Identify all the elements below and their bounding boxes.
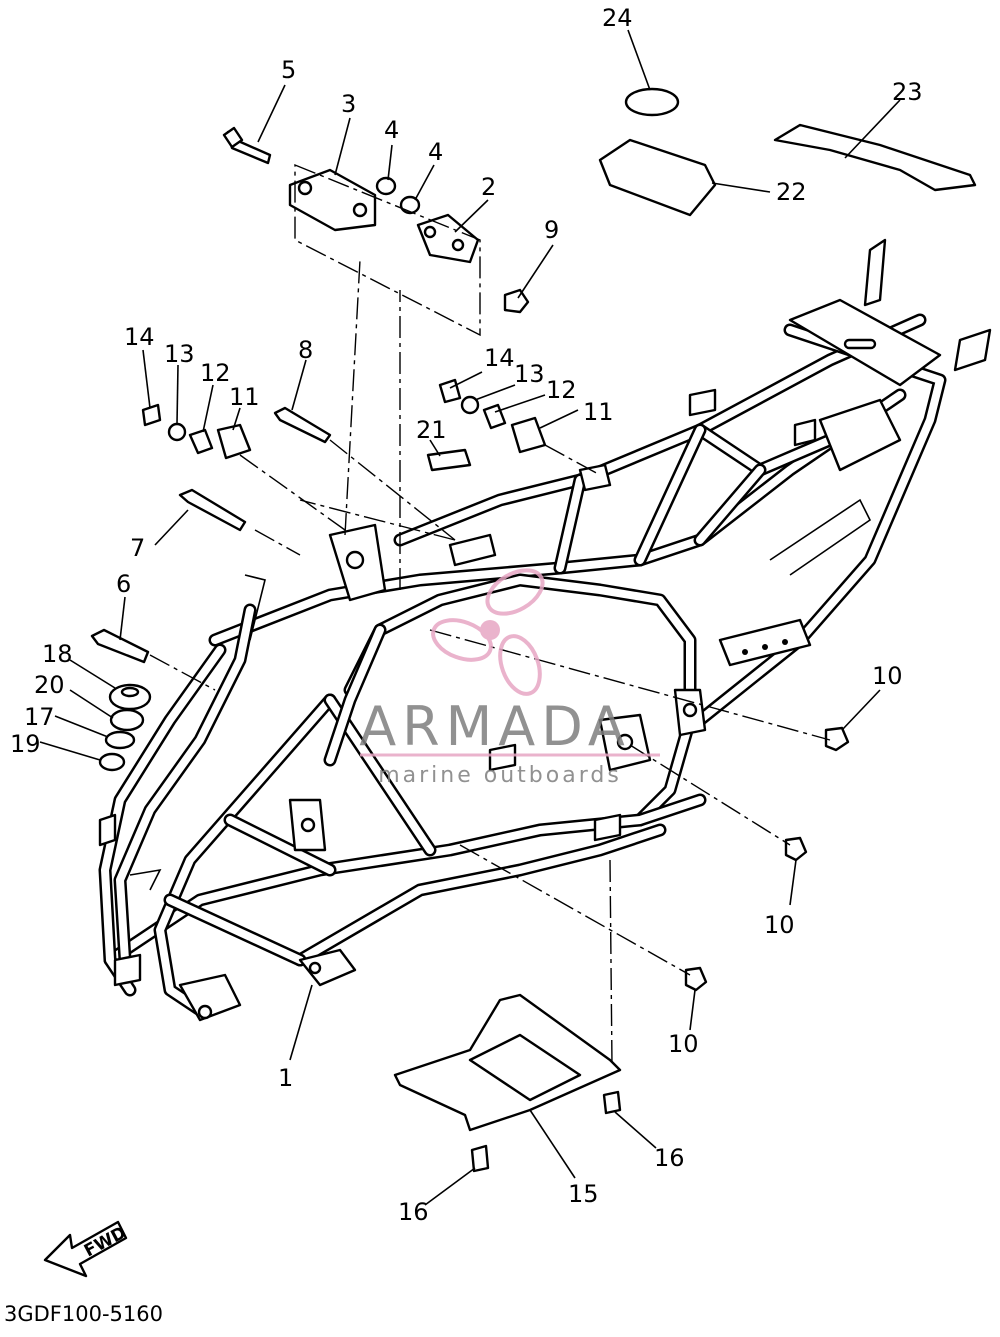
- callout-20: 20: [34, 671, 65, 699]
- callout-7: 7: [130, 534, 145, 562]
- callout-5: 5: [281, 56, 296, 84]
- nut-10a: [824, 726, 850, 752]
- callout-4a: 4: [384, 116, 399, 144]
- bolt-14a: [141, 403, 162, 427]
- callout-14a: 14: [124, 323, 155, 351]
- decal-24: [624, 87, 680, 117]
- main-frame: [98, 238, 992, 1022]
- forward-arrow-icon: FWD: [43, 1220, 130, 1278]
- collar-4a: [375, 176, 397, 196]
- callout-12b: 12: [546, 376, 577, 404]
- engine-bracket-3: [288, 168, 377, 232]
- bolt-icon: [222, 126, 272, 165]
- watermark-tagline: marine outboards: [378, 763, 622, 788]
- nut-10b: [784, 836, 808, 862]
- callout-11b: 11: [583, 398, 614, 426]
- collar-12b: [482, 403, 507, 430]
- callout-13b: 13: [514, 360, 545, 388]
- propeller-logo-icon: [431, 568, 545, 696]
- callout-17: 17: [24, 703, 55, 731]
- watermark: ARMADA marine outboards: [359, 568, 660, 788]
- collar-19: [98, 752, 126, 772]
- bolt-16b: [470, 1144, 490, 1173]
- damper-18: [108, 683, 152, 711]
- callout-19: 19: [10, 730, 41, 758]
- bolt-14b: [438, 378, 462, 404]
- collar-4b: [399, 195, 421, 215]
- callout-23: 23: [892, 78, 923, 106]
- callout-1: 1: [278, 1064, 293, 1092]
- callout-2: 2: [481, 173, 496, 201]
- callout-22: 22: [776, 178, 807, 206]
- callout-21: 21: [416, 416, 447, 444]
- bolt-8: [273, 406, 332, 444]
- washer-20: [109, 708, 145, 732]
- callout-10a: 10: [872, 662, 903, 690]
- callout-12a: 12: [200, 359, 231, 387]
- leader-lines: [39, 29, 901, 1206]
- damper-11b: [510, 416, 547, 454]
- callout-18: 18: [42, 640, 73, 668]
- callout-6: 6: [116, 570, 131, 598]
- callout-10b: 10: [764, 911, 795, 939]
- damper-11a: [216, 423, 252, 460]
- collar-12a: [188, 428, 214, 455]
- callout-labels: 1 2 3 4 4 5 6 7 8 9 10 10 10 11 11 12 12…: [10, 4, 923, 1226]
- washer-17: [104, 730, 136, 750]
- strap-23: [773, 123, 977, 192]
- callout-14b: 14: [484, 344, 515, 372]
- skid-bracket-15: [393, 993, 622, 1132]
- nut-10c: [684, 966, 708, 992]
- callout-16b: 16: [398, 1198, 429, 1226]
- callout-3: 3: [341, 90, 356, 118]
- callout-24: 24: [602, 4, 633, 32]
- label-plate-21: [426, 448, 472, 472]
- washer-13b: [460, 395, 480, 415]
- callout-15: 15: [568, 1180, 599, 1208]
- callout-10c: 10: [668, 1030, 699, 1058]
- bolt-6: [90, 628, 150, 664]
- callout-16a: 16: [654, 1144, 685, 1172]
- callout-13a: 13: [164, 340, 195, 368]
- bolt-16a: [602, 1090, 622, 1115]
- seat-pad-22: [598, 138, 717, 217]
- bolt-7: [178, 488, 247, 532]
- drawing-code: 3GDF100-5160: [4, 1302, 163, 1326]
- callout-9: 9: [544, 216, 559, 244]
- callout-8: 8: [298, 336, 313, 364]
- nut-icon: [503, 288, 530, 314]
- engine-bracket-2: [416, 213, 480, 264]
- callout-4b: 4: [428, 138, 443, 166]
- callout-11a: 11: [229, 383, 260, 411]
- washer-13a: [167, 422, 187, 442]
- watermark-brand: ARMADA: [359, 695, 631, 758]
